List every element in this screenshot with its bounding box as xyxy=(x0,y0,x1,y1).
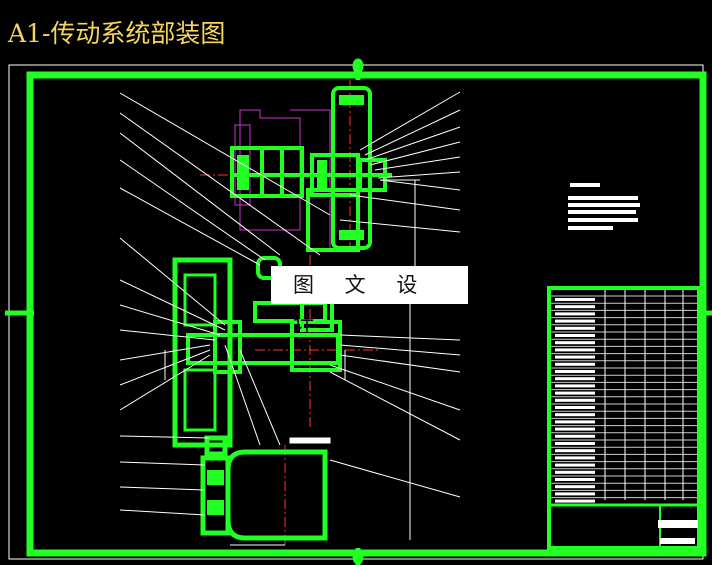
parts-list-row-text xyxy=(555,406,595,409)
dimension-lines xyxy=(164,179,420,546)
parts-list-row-text xyxy=(555,312,595,316)
parts-list-row-text xyxy=(555,442,595,445)
parts-list-row-text xyxy=(555,499,595,503)
parts-list-row-text xyxy=(555,449,595,453)
parts-list-row-text xyxy=(555,355,595,359)
housing-outline xyxy=(234,109,331,250)
parts-list-row-text xyxy=(555,362,595,366)
parts-list-row-text xyxy=(555,370,595,373)
parts-list-row-text xyxy=(555,384,595,388)
parts-list-row-text xyxy=(555,463,595,467)
parts-list-row-text xyxy=(555,478,595,481)
watermark-label: 图 文 设 计 xyxy=(271,266,468,335)
parts-list-row-text xyxy=(555,420,595,424)
parts-list-row-text xyxy=(555,391,595,395)
parts-list-row-text xyxy=(555,319,595,323)
parts-list-row-text xyxy=(555,485,595,489)
parts-list-row-text xyxy=(555,470,595,474)
parts-list xyxy=(547,286,701,550)
parts-list-row-text xyxy=(555,298,595,301)
technical-requirements xyxy=(568,183,640,230)
lower-bracket-fill xyxy=(207,470,224,515)
leader-lines-right xyxy=(224,91,461,498)
parts-list-row-text xyxy=(555,434,595,438)
parts-list-row-text xyxy=(555,413,595,417)
lower-bracket xyxy=(200,435,328,541)
parts-list-row-text xyxy=(555,334,595,337)
parts-list-row-text xyxy=(555,341,595,345)
parts-list-row-text xyxy=(555,377,595,381)
sheet-border xyxy=(8,64,704,560)
parts-list-row-text xyxy=(555,427,595,431)
parts-list-row-text xyxy=(555,348,595,352)
parts-list-row-text xyxy=(555,305,595,309)
parts-list-row-text xyxy=(555,398,595,402)
top-shaft-assembly xyxy=(230,86,392,252)
parts-list-rows xyxy=(551,295,697,503)
parts-list-row-text xyxy=(555,492,595,496)
drawing-title: A1-传动系统部装图 xyxy=(8,19,226,48)
parts-list-row-text xyxy=(555,456,595,460)
parts-list-row-text xyxy=(555,326,595,330)
frame-center-marks xyxy=(5,58,712,565)
top-gear-teeth xyxy=(237,95,364,240)
